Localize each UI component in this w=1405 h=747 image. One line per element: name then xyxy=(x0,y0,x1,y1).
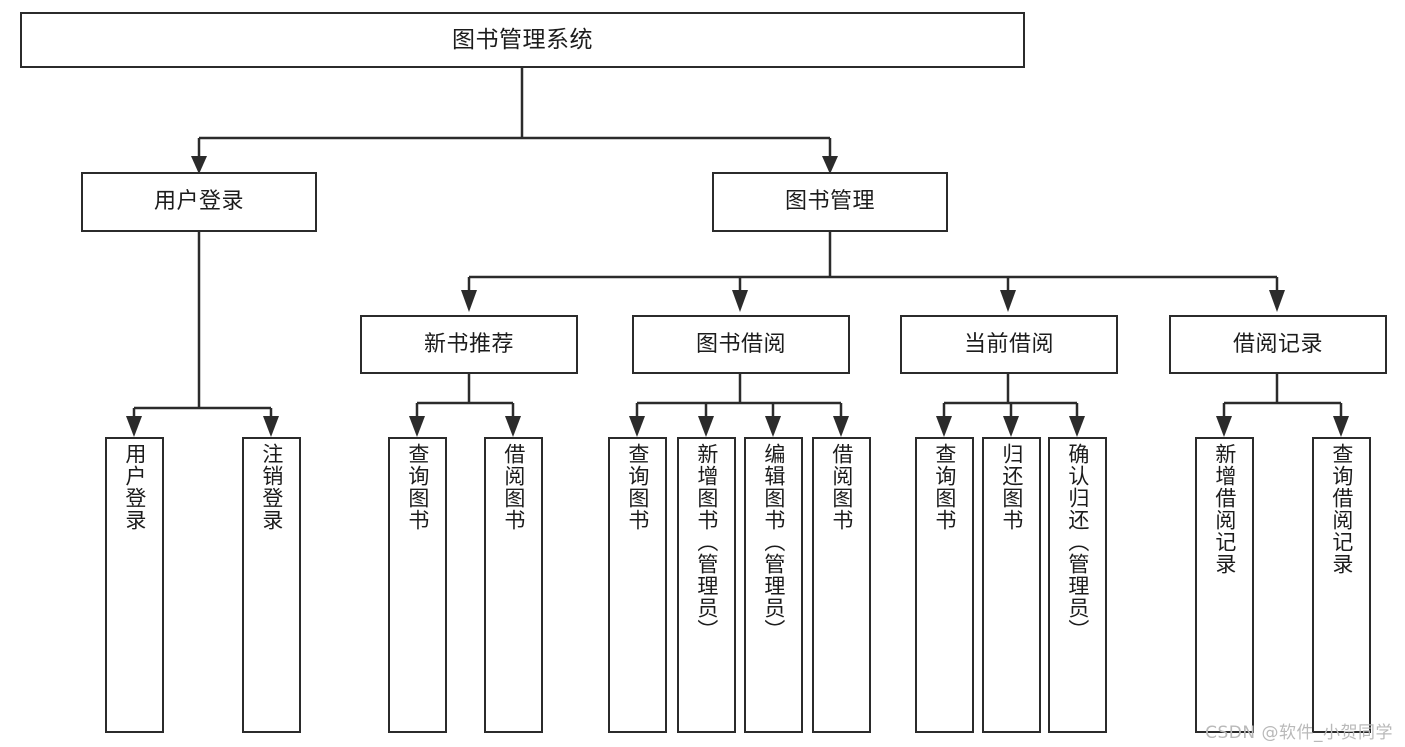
arrow-br-leaf2 xyxy=(1333,416,1349,437)
node-leaf-query-record[interactable]: 查询借阅记录 xyxy=(1312,437,1371,733)
arrow-borrow-record xyxy=(1269,290,1285,312)
node-current-borrow[interactable]: 当前借阅 xyxy=(900,315,1118,374)
node-label: 图书管理系统 xyxy=(452,26,593,53)
node-root-system[interactable]: 图书管理系统 xyxy=(20,12,1025,68)
arrow-book-borrow xyxy=(732,290,748,312)
node-leaf-return-book[interactable]: 归还图书 xyxy=(982,437,1041,733)
node-label: 查询借阅记录 xyxy=(1329,443,1354,575)
node-label: 借阅图书 xyxy=(829,443,854,531)
node-label: 编辑图书（管理员） xyxy=(761,443,786,641)
arrow-bb-leaf2 xyxy=(698,416,714,437)
node-leaf-borrow-book-1[interactable]: 借阅图书 xyxy=(484,437,543,733)
node-leaf-add-record[interactable]: 新增借阅记录 xyxy=(1195,437,1254,733)
watermark-text: CSDN @软件_小贺同学 xyxy=(1205,723,1393,743)
arrow-bb-leaf3 xyxy=(765,416,781,437)
node-label: 查询图书 xyxy=(625,443,650,531)
node-label: 新书推荐 xyxy=(423,331,514,357)
node-label: 图书借阅 xyxy=(695,331,786,357)
arrow-bb-leaf4 xyxy=(833,416,849,437)
node-leaf-query-book-1[interactable]: 查询图书 xyxy=(388,437,447,733)
node-leaf-add-book[interactable]: 新增图书（管理员） xyxy=(677,437,736,733)
arrow-new-book-rec xyxy=(461,290,477,312)
node-leaf-user-login[interactable]: 用户登录 xyxy=(105,437,164,733)
node-leaf-edit-book[interactable]: 编辑图书（管理员） xyxy=(744,437,803,733)
node-leaf-query-book-2[interactable]: 查询图书 xyxy=(608,437,667,733)
node-label: 确认归还（管理员） xyxy=(1065,443,1090,641)
node-leaf-borrow-book-2[interactable]: 借阅图书 xyxy=(812,437,871,733)
node-label: 新增图书（管理员） xyxy=(694,443,719,641)
arrow-leaf-logout xyxy=(263,416,279,437)
arrow-bb-leaf1 xyxy=(629,416,645,437)
node-new-book-rec[interactable]: 新书推荐 xyxy=(360,315,578,374)
node-label: 借阅记录 xyxy=(1232,331,1323,357)
node-leaf-query-book-3[interactable]: 查询图书 xyxy=(915,437,974,733)
node-label: 图书管理 xyxy=(784,189,875,215)
node-label: 用户登录 xyxy=(122,443,147,531)
arrow-cb-leaf2 xyxy=(1003,416,1019,437)
arrow-nbr-leaf1 xyxy=(409,416,425,437)
node-book-borrow[interactable]: 图书借阅 xyxy=(632,315,850,374)
node-label: 查询图书 xyxy=(932,443,957,531)
arrow-leaf-user-login xyxy=(126,416,142,437)
node-label: 归还图书 xyxy=(999,443,1024,531)
arrow-cb-leaf1 xyxy=(936,416,952,437)
node-label: 借阅图书 xyxy=(501,443,526,531)
node-book-manage[interactable]: 图书管理 xyxy=(712,172,948,232)
arrow-cb-leaf3 xyxy=(1069,416,1085,437)
node-label: 注销登录 xyxy=(259,443,284,531)
node-label: 新增借阅记录 xyxy=(1212,443,1237,575)
node-borrow-record[interactable]: 借阅记录 xyxy=(1169,315,1387,374)
node-leaf-logout[interactable]: 注销登录 xyxy=(242,437,301,733)
node-user-login[interactable]: 用户登录 xyxy=(81,172,317,232)
arrow-br-leaf1 xyxy=(1216,416,1232,437)
node-label: 用户登录 xyxy=(153,189,244,215)
node-leaf-confirm-return[interactable]: 确认归还（管理员） xyxy=(1048,437,1107,733)
node-label: 查询图书 xyxy=(405,443,430,531)
node-label: 当前借阅 xyxy=(963,331,1054,357)
arrow-nbr-leaf2 xyxy=(505,416,521,437)
arrow-current-borrow xyxy=(1000,290,1016,312)
